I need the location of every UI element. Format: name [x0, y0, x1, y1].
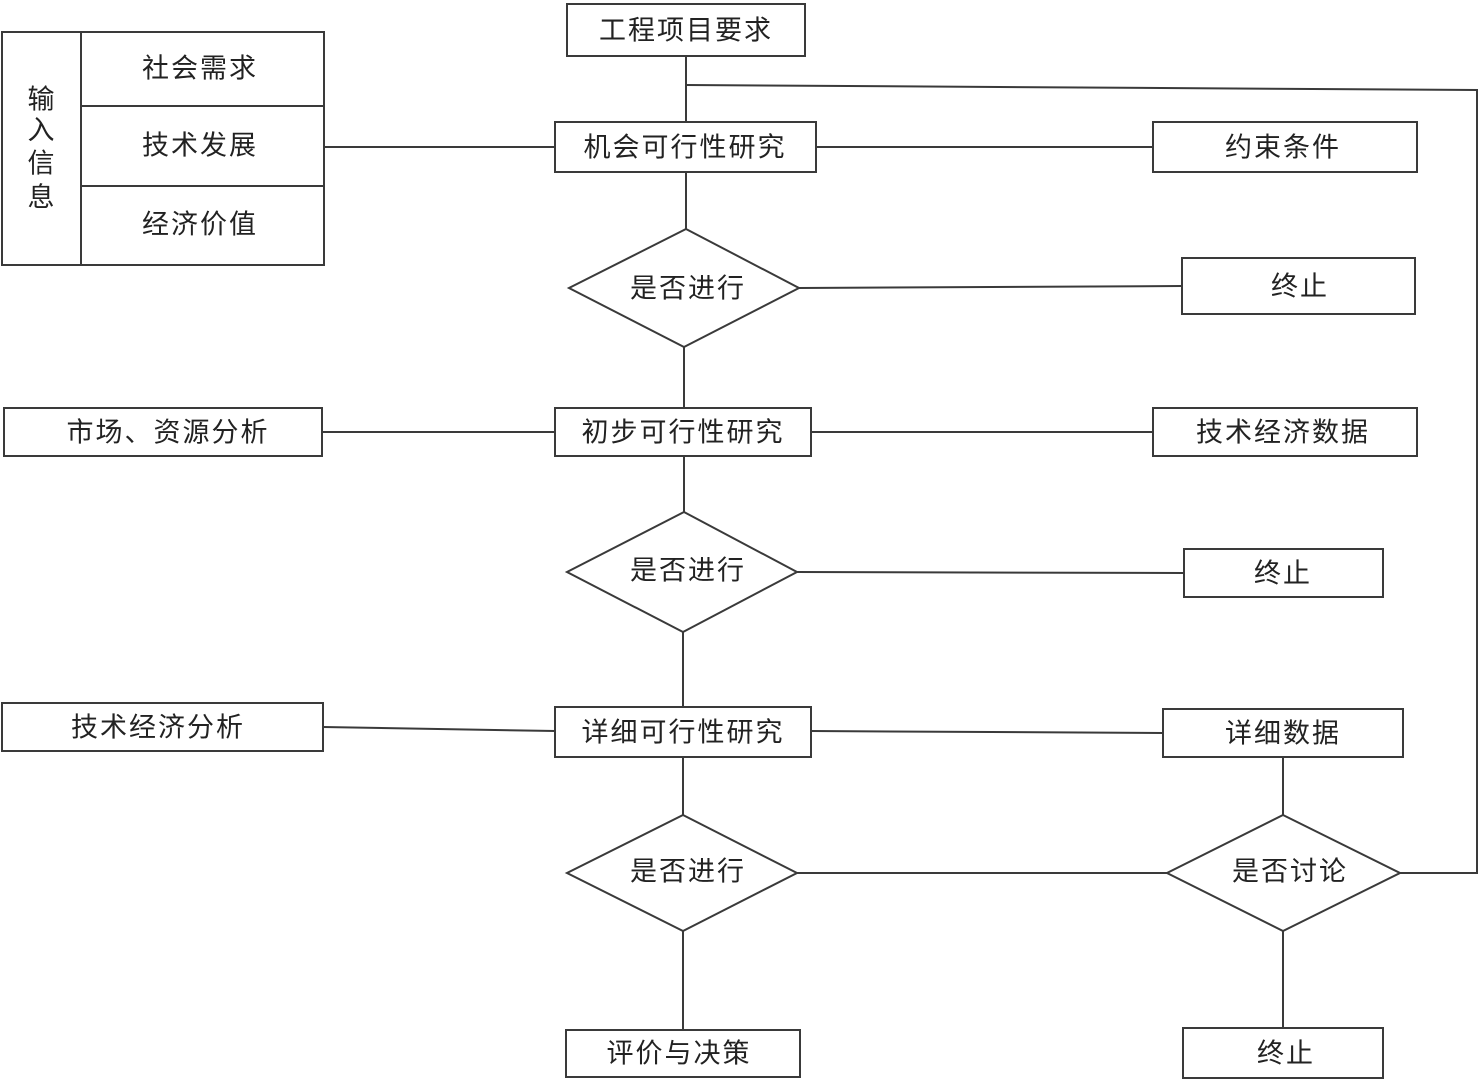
tech-econ-data-label: 技术经济数据	[1196, 418, 1370, 449]
edge-feedback-loop	[685, 84, 1478, 874]
input-info-frame	[1, 31, 325, 266]
input-info-label-char: 信	[28, 149, 57, 180]
edge-detailed-to-detailed-data	[810, 730, 1164, 734]
edge-decision-2-to-terminate-2	[796, 571, 1185, 574]
evaluation-decision-label: 评价与决策	[607, 1039, 752, 1070]
decision-3-label: 是否进行	[630, 857, 746, 888]
constraints-label: 约束条件	[1225, 133, 1341, 164]
node-terminate-3: 终止	[1182, 1027, 1384, 1079]
node-constraints: 约束条件	[1152, 121, 1418, 173]
node-detailed-study: 详细可行性研究	[554, 706, 812, 758]
terminate-2-label: 终止	[1254, 559, 1312, 590]
node-decision-2: 是否进行	[564, 510, 800, 634]
terminate-1-label: 终止	[1271, 272, 1329, 303]
discuss-decision-label: 是否讨论	[1232, 857, 1348, 888]
node-market-resource-analysis: 市场、资源分析	[3, 407, 323, 457]
input-social-demand: 社会需求	[142, 54, 258, 85]
connectors	[322, 56, 1478, 1030]
decision-2-label: 是否进行	[630, 556, 746, 587]
node-opportunity-study: 机会可行性研究	[554, 121, 817, 173]
input-info-label-char: 输	[28, 85, 57, 116]
input-info-group: 输 入 信 息 社会需求 技术发展 经济价值	[1, 31, 325, 266]
terminate-3-label: 终止	[1257, 1039, 1315, 1070]
node-terminate-2: 终止	[1183, 548, 1384, 598]
input-economic-value: 经济价值	[142, 210, 258, 241]
input-tech-development: 技术发展	[142, 131, 258, 162]
market-resource-analysis-label: 市场、资源分析	[67, 418, 270, 449]
node-tech-econ-analysis: 技术经济分析	[1, 702, 324, 752]
project-requirements-label: 工程项目要求	[599, 16, 773, 47]
node-detailed-data: 详细数据	[1162, 708, 1404, 758]
preliminary-study-label: 初步可行性研究	[582, 418, 785, 449]
node-preliminary-study: 初步可行性研究	[554, 407, 812, 457]
detailed-data-label: 详细数据	[1225, 719, 1341, 750]
node-discuss-decision: 是否讨论	[1164, 813, 1403, 933]
opportunity-study-label: 机会可行性研究	[584, 133, 787, 164]
node-decision-3: 是否进行	[564, 813, 800, 933]
tech-econ-analysis-label: 技术经济分析	[71, 713, 245, 744]
detailed-study-label: 详细可行性研究	[582, 718, 785, 749]
edge-decision-1-to-terminate-1	[798, 285, 1183, 289]
input-info-label-char: 入	[28, 116, 57, 147]
edge-analysis-to-detailed	[322, 726, 556, 732]
node-evaluation-decision: 评价与决策	[565, 1029, 801, 1078]
node-decision-1: 是否进行	[566, 227, 802, 349]
node-tech-econ-data: 技术经济数据	[1152, 407, 1418, 457]
decision-1-label: 是否进行	[630, 274, 746, 305]
input-info-label-char: 息	[28, 183, 57, 214]
node-project-requirements: 工程项目要求	[566, 3, 806, 57]
node-terminate-1: 终止	[1181, 257, 1416, 315]
